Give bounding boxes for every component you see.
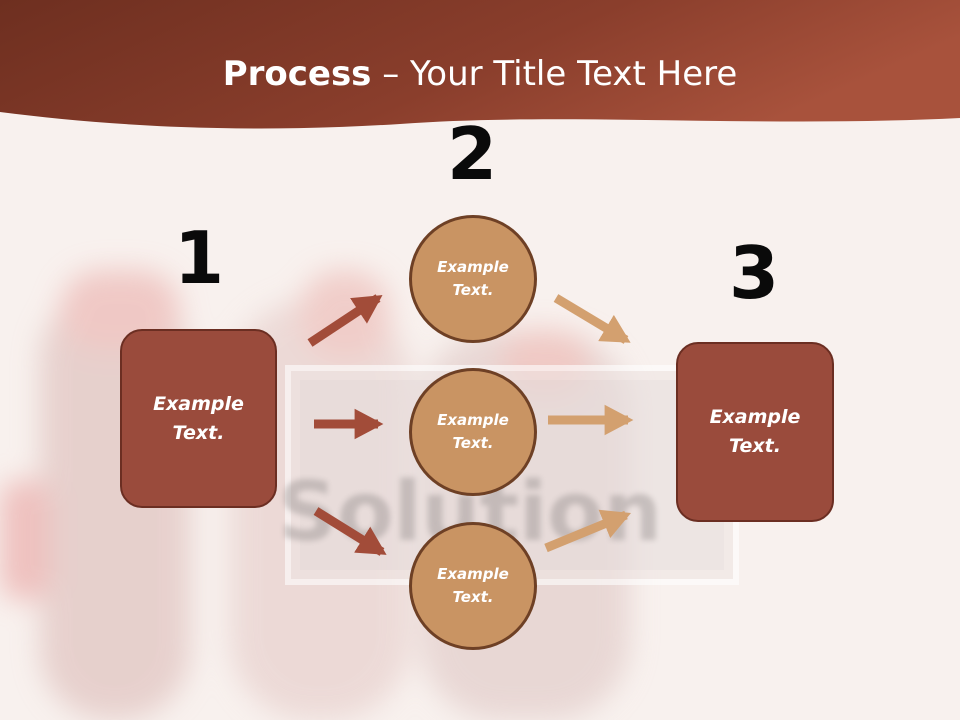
step-number-2: 2 <box>446 112 498 196</box>
circle-middle: Example Text. <box>409 368 537 496</box>
circle-top-text-line2: Text. <box>452 281 494 299</box>
step-1-text-line2: Text. <box>172 421 225 444</box>
step-number-1: 1 <box>173 216 225 300</box>
circle-bottom: Example Text. <box>409 522 537 650</box>
step-1-box: Example Text. <box>120 329 277 508</box>
step-3-box: Example Text. <box>676 342 834 522</box>
circle-bottom-text-line1: Example <box>437 565 509 583</box>
step-3-text-line1: Example <box>709 406 801 428</box>
title-bold: Process <box>222 54 372 94</box>
step-3-box-text: Example Text. <box>710 403 801 461</box>
circle-bottom-text-line2: Text. <box>452 588 494 606</box>
arrow-box1-to-circle-top <box>307 294 383 347</box>
header-band <box>0 0 960 129</box>
arrow-box1-to-circle-bottom <box>313 507 387 556</box>
circle-middle-text-line1: Example <box>437 411 509 429</box>
title-rest: – Your Title Text Here <box>371 54 738 94</box>
arrow-circle-top-to-box3 <box>553 294 631 344</box>
arrow-circle-bottom-to-box3 <box>544 509 631 553</box>
step-number-3: 3 <box>728 231 780 315</box>
step-1-text-line1: Example <box>153 392 244 415</box>
slide-title: Process – Your Title Text Here <box>0 52 960 96</box>
circle-top: Example Text. <box>409 215 537 343</box>
step-3-text-line2: Text. <box>729 435 781 457</box>
step-1-box-text: Example Text. <box>153 390 244 448</box>
circle-middle-text-line2: Text. <box>452 434 494 452</box>
circle-top-text-line1: Example <box>437 258 509 276</box>
